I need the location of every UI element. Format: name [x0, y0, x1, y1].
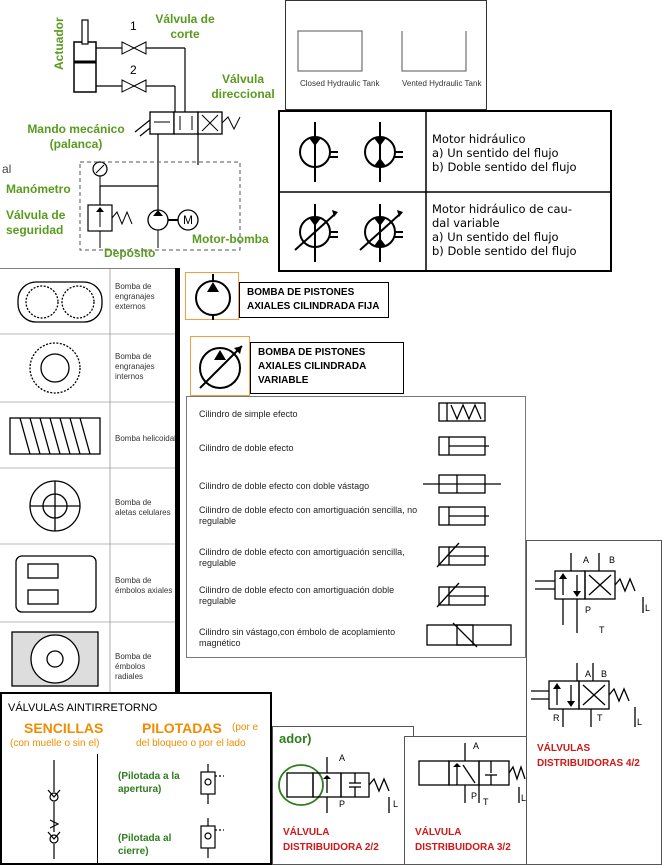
valve-32-port-p: P: [471, 791, 478, 801]
motor-row2-line4: b) Doble sentido del flujo: [432, 244, 577, 258]
tank-symbols-drawing: [297, 30, 467, 72]
valve-42-symbols: [531, 553, 644, 727]
pump-types-panel: Bomba de engranajes externos Bomba de en…: [0, 268, 180, 692]
check-valves-divider: [97, 754, 98, 863]
valve-42a-port-l: L: [645, 603, 651, 613]
valve-42a-port-b: B: [609, 555, 616, 565]
valve-32-symbol: [418, 743, 526, 803]
pump-label-2: Bomba de engranajes internos: [115, 352, 155, 381]
motor-letter: M: [183, 213, 193, 227]
label-valvula-seguridad: Válvula de seguridad: [6, 208, 66, 237]
valve-22-port-a: A: [339, 753, 346, 763]
label-valvula-corte: Válvula de corte: [155, 12, 215, 41]
check-valves-symbols: [47, 760, 224, 859]
motor-row2-line3: a) Un sentido del flujo: [432, 230, 559, 244]
motor-row1-line3: b) Doble sentido del flujo: [432, 160, 577, 174]
cylinder-label-6: Cilindro de doble efecto con amortiguaci…: [199, 585, 395, 606]
pilotadas-title: PILOTADAS: [142, 720, 222, 736]
cylinder-label-3: Cilindro de doble efecto con doble vásta…: [199, 481, 370, 491]
label-deposito: Depósito: [104, 246, 156, 260]
pump-label-6: Bomba de émbolos radiales: [115, 652, 152, 681]
hydraulic-motors-panel: Motor hidráulico a) Un sentido del flujo…: [278, 110, 612, 272]
valve-42b-port-l: L: [637, 717, 643, 727]
piston-variable-box: [250, 342, 404, 394]
valve-42a-port-p: P: [585, 605, 592, 615]
valve-22-label: VÁLVULA DISTRIBUIDORA 2/2: [283, 827, 379, 853]
hydraulic-motors-drawing: [280, 112, 610, 270]
sencillas-subtitle: (con muelle o sin el): [10, 738, 100, 749]
piston-fija-label: BOMBA DE PISTONES AXIALES CILINDRADA FIJ…: [247, 287, 380, 312]
cylinder-label-5: Cilindro de doble efecto con amortiguaci…: [199, 547, 405, 568]
valve-22-port-p: P: [339, 799, 346, 809]
motor-row1-text: Motor hidráulico a) Un sentido del flujo…: [432, 132, 577, 174]
label-num-1: 1: [130, 19, 137, 33]
valve-32-label: VÁLVULA DISTRIBUIDORA 3/2: [415, 827, 511, 853]
motor-row2-text: Motor hidráulico de cau- dal variable a)…: [432, 202, 577, 258]
piston-fija-box: [239, 282, 389, 318]
label-manometro: Manómetro: [6, 182, 71, 196]
piston-variable-symbol: [199, 345, 243, 389]
valve-42b-port-r: R: [553, 713, 560, 723]
valve-32-port-l: L: [521, 793, 527, 803]
valve-42a-port-a: A: [583, 555, 590, 565]
edge-text: al: [2, 162, 12, 176]
valve-42b-port-b: B: [601, 669, 608, 679]
pump-label-1: Bomba de engranajes externos: [115, 282, 155, 311]
label-actuador: Actuador: [52, 17, 66, 70]
valve-42b-port-t: T: [597, 713, 603, 723]
label-motor-bomba: Motor-bomba: [192, 232, 269, 246]
check-valves-panel: VÁLVULAS AINTIRRETORNO SENCILLAS (con mu…: [0, 692, 272, 865]
sencillas-title: SENCILLAS: [24, 720, 104, 736]
valve-22-port-l: L: [393, 799, 399, 809]
valve-32-port-a: A: [473, 741, 480, 751]
piston-pump-fija: BOMBA DE PISTONES AXIALES CILINDRADA FIJ…: [185, 272, 390, 320]
tank-closed-label: Closed Hydraulic Tank: [300, 79, 380, 88]
tank-symbols-panel: Closed Hydraulic Tank Vented Hydraulic T…: [285, 0, 487, 110]
cylinders-panel: Cilindro de simple efecto Cilindro de do…: [186, 396, 526, 658]
pump-label-4: Bomba de aletas celulares: [115, 498, 171, 517]
valve-32-panel: A P T L VÁLVULA DISTRIBUIDORA 3/2: [404, 736, 530, 865]
valve-22-panel: ador) A P L VÁLVULA DISTRIBUIDORA 2/2: [272, 726, 414, 865]
pump-types-drawing: [0, 268, 175, 692]
piston-pump-variable: BOMBA DE PISTONES AXIALES CILINDRADA VAR…: [190, 336, 405, 396]
valve-42-label: VÁLVULAS DISTRIBUIDORAS 4/2: [537, 743, 640, 769]
cylinder-label-4: Cilindro de doble efecto con amortiguaci…: [199, 505, 418, 526]
pump-label-3: Bomba helicoidal: [115, 434, 176, 443]
pilotada-apertura-label: (Pilotada a la apertura): [118, 771, 180, 795]
valve-42-panel: A B P T L A B R T L VÁLVULAS DISTRIBUIDO…: [526, 540, 662, 865]
pilotada-cierre-label: (Pilotada al cierre): [118, 833, 172, 857]
label-valvula-direccional: Válvula direccional: [211, 72, 275, 101]
cylinder-label-1: Cilindro de simple efecto: [199, 409, 298, 419]
piston-fija-symbol: [195, 274, 231, 320]
label-mando-mecanico: Mando mecánico (palanca): [27, 122, 125, 151]
cylinder-symbols: [423, 402, 512, 648]
motor-row2-line2: dal variable: [432, 216, 500, 230]
hydraulic-circuit-drawing: [73, 19, 241, 251]
label-num-2: 2: [130, 63, 137, 77]
motor-row1-line1: Motor hidráulico: [432, 132, 526, 146]
valve-42b-port-a: A: [585, 669, 592, 679]
pilotadas-cut-text: (por e: [232, 722, 259, 733]
cylinder-label-7: Cilindro sin vástago,con émbolo de acopl…: [199, 627, 396, 648]
valve-42a-port-t: T: [599, 625, 605, 635]
tank-vented-label: Vented Hydraulic Tank: [402, 79, 482, 88]
valve-32-port-t: T: [483, 797, 489, 807]
piston-variable-frame: [190, 336, 250, 396]
hydraulic-circuit-panel: M Actuador 1 2 Válvula de corte Válvula …: [0, 0, 285, 268]
pilotadas-subtitle: del bloqueo o por el lado: [136, 738, 246, 749]
piston-variable-label: BOMBA DE PISTONES AXIALES CILINDRADA VAR…: [258, 347, 366, 386]
motor-row2-line1: Motor hidráulico de cau-: [432, 202, 572, 216]
pump-label-5: Bomba de émbolos axiales: [115, 576, 173, 595]
motor-row1-line2: a) Un sentido del flujo: [432, 146, 559, 160]
cylinder-label-2: Cilindro de doble efecto: [199, 443, 294, 453]
check-valves-title: VÁLVULAS AINTIRRETORNO: [8, 702, 158, 714]
valve-fragment-text: ador): [279, 731, 312, 746]
valve-22-symbol: [278, 757, 390, 813]
